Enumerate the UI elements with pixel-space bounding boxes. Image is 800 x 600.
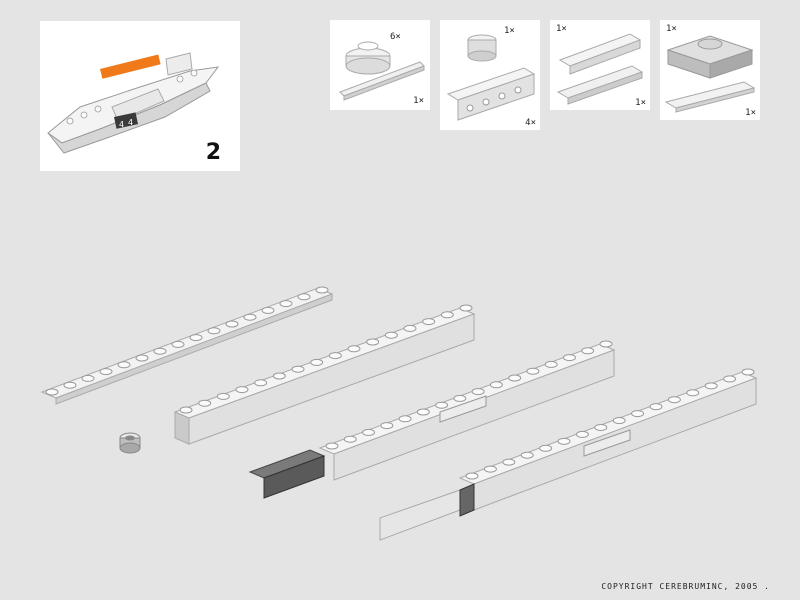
stud bbox=[243, 313, 257, 321]
preview-label-b: 4 bbox=[128, 118, 133, 127]
stud bbox=[117, 361, 131, 369]
stud bbox=[272, 372, 286, 380]
stud bbox=[135, 354, 149, 362]
stud bbox=[416, 408, 430, 416]
stud bbox=[453, 394, 467, 402]
stud bbox=[207, 327, 221, 335]
part-3-qty-top: 1× bbox=[556, 24, 567, 34]
stud bbox=[380, 422, 394, 430]
stud bbox=[704, 382, 718, 390]
stud bbox=[599, 340, 613, 348]
stud bbox=[539, 444, 553, 452]
stud bbox=[686, 389, 700, 397]
stud bbox=[581, 347, 595, 355]
stud bbox=[483, 465, 497, 473]
stud bbox=[465, 472, 479, 480]
stud bbox=[489, 381, 503, 389]
tile-grille-part-icon bbox=[556, 33, 644, 105]
technic-brick-1x16-c bbox=[379, 371, 758, 541]
stud bbox=[459, 304, 473, 312]
part-box-3: 1× 1× bbox=[550, 20, 650, 110]
part-box-2: 1× 4× bbox=[440, 20, 540, 130]
stud bbox=[179, 406, 193, 414]
stud bbox=[279, 300, 293, 308]
step-preview-panel: 4 4 2 bbox=[40, 21, 240, 171]
stud bbox=[153, 347, 167, 355]
stud bbox=[310, 358, 324, 366]
part-2-qty-bottom: 4× bbox=[525, 118, 536, 128]
stud bbox=[526, 367, 540, 375]
stud bbox=[225, 320, 239, 328]
stud bbox=[362, 428, 376, 436]
stud bbox=[562, 354, 576, 362]
part-4-qty-bottom: 1× bbox=[745, 108, 756, 118]
stud bbox=[557, 437, 571, 445]
plate-2x2-part-icon bbox=[664, 35, 756, 113]
stud bbox=[508, 374, 522, 382]
technic-brick-part-icon bbox=[446, 34, 536, 121]
stud bbox=[261, 306, 275, 314]
technic-brick-1x16-b bbox=[318, 343, 616, 481]
stud bbox=[189, 334, 203, 342]
dark-plate-part bbox=[248, 449, 326, 499]
stud bbox=[315, 286, 329, 294]
stud bbox=[254, 379, 268, 387]
stud bbox=[63, 381, 77, 389]
copyright-notice: COPYRIGHT CEREBRUMINC, 2005 . bbox=[601, 582, 770, 591]
part-4-qty-top: 1× bbox=[666, 24, 677, 34]
part-1-qty-bottom: 1× bbox=[413, 96, 424, 106]
stud bbox=[502, 458, 516, 466]
stud bbox=[297, 293, 311, 301]
stud bbox=[216, 392, 230, 400]
stud bbox=[723, 375, 737, 383]
plate-1x16-part bbox=[40, 287, 334, 405]
stud bbox=[440, 311, 454, 319]
stud bbox=[235, 386, 249, 394]
round-brick-1x1-part bbox=[119, 432, 141, 454]
part-2-qty-top: 1× bbox=[504, 26, 515, 36]
stud bbox=[171, 340, 185, 348]
stud bbox=[81, 374, 95, 382]
stud bbox=[45, 388, 59, 396]
stud bbox=[366, 338, 380, 346]
preview-label-a: 4 bbox=[119, 120, 124, 129]
stud bbox=[612, 417, 626, 425]
stud bbox=[594, 423, 608, 431]
stud bbox=[631, 410, 645, 418]
assembled-ship-image: 4 4 bbox=[47, 52, 220, 154]
technic-brick-1x16-a bbox=[173, 307, 476, 445]
stud bbox=[422, 318, 436, 326]
stud bbox=[343, 435, 357, 443]
stud bbox=[667, 396, 681, 404]
stud bbox=[544, 360, 558, 368]
stud bbox=[398, 415, 412, 423]
part-3-qty-bottom: 1× bbox=[635, 98, 646, 108]
stud bbox=[347, 345, 361, 353]
stud bbox=[198, 399, 212, 407]
step-number: 2 bbox=[205, 140, 222, 165]
stud bbox=[403, 324, 417, 332]
part-1-qty-top: 6× bbox=[390, 32, 401, 42]
stud bbox=[328, 352, 342, 360]
stud bbox=[384, 331, 398, 339]
stud bbox=[649, 403, 663, 411]
part-box-4: 1× 1× bbox=[660, 20, 760, 120]
round-plate-part-icon bbox=[339, 41, 425, 101]
stud bbox=[741, 368, 755, 376]
stud bbox=[325, 442, 339, 450]
stud bbox=[575, 430, 589, 438]
stud bbox=[471, 388, 485, 396]
stud bbox=[291, 365, 305, 373]
stud bbox=[99, 368, 113, 376]
stud bbox=[435, 401, 449, 409]
stud bbox=[520, 451, 534, 459]
part-box-1: 6× 1× bbox=[330, 20, 430, 110]
